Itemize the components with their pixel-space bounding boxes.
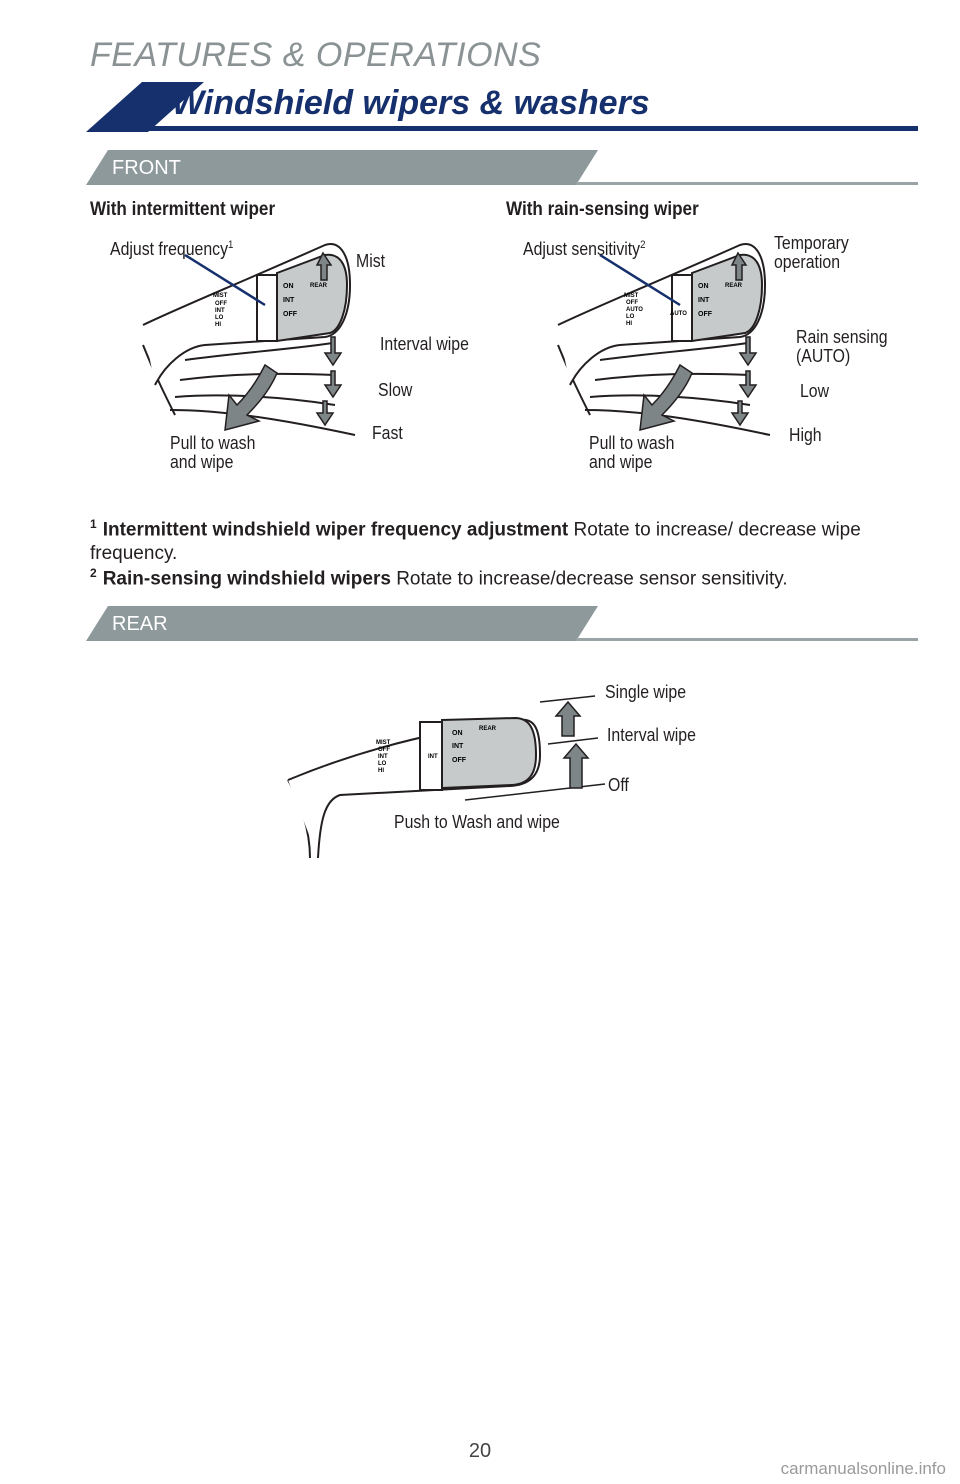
single-wipe-arrow-icon xyxy=(554,700,582,737)
pull-arrow-icon xyxy=(224,363,278,432)
section-title: FEATURES & OPERATIONS xyxy=(90,36,542,74)
svg-text:INT: INT xyxy=(378,754,388,760)
stalk-int-label: INT xyxy=(283,297,295,304)
stalk-off-label: OFF xyxy=(283,311,298,318)
single-wipe-label: Single wipe xyxy=(605,682,687,702)
stalk-hi-label: HI xyxy=(215,322,221,328)
front-band-label: FRONT xyxy=(112,157,181,179)
front-band xyxy=(86,150,918,185)
intermittent-heading: With intermittent wiper xyxy=(90,199,276,220)
rain-heading: With rain-sensing wiper xyxy=(506,199,699,220)
page-number: 20 xyxy=(468,1440,492,1462)
stalk-lo-label: LO xyxy=(215,315,224,321)
rear-band-label: REAR xyxy=(112,613,168,635)
temporary-operation-label: Temporary operation xyxy=(774,233,849,272)
watermark: carmanualsonline.info xyxy=(780,1459,946,1478)
auto-arrow-icon xyxy=(738,336,758,367)
heading-rule xyxy=(146,126,918,131)
svg-text:INT: INT xyxy=(428,754,438,760)
page-heading: Windshield wipers & washers xyxy=(172,84,650,122)
rain-sensing-wiper-illustration: ON INT OFF REAR AUTO MIST OFF AUTO LO HI xyxy=(557,243,771,436)
stalk-rear-label: REAR xyxy=(310,283,328,289)
interval-wipe-label: Interval wipe xyxy=(380,334,469,354)
high-arrow-icon xyxy=(730,400,750,427)
svg-text:AUTO: AUTO xyxy=(626,307,643,313)
mist-arrow-icon xyxy=(315,251,333,281)
adjust-frequency-label: Adjust frequency1 xyxy=(110,239,234,259)
low-arrow-icon xyxy=(738,370,758,399)
push-to-wash-label: Push to Wash and wipe xyxy=(394,812,560,832)
fast-label: Fast xyxy=(372,423,403,443)
interval-arrow-icon xyxy=(323,336,343,367)
stalk-off-label-2: OFF xyxy=(215,301,227,307)
fast-arrow-icon xyxy=(315,400,335,427)
off-label: Off xyxy=(608,775,629,795)
heading-accent-shape xyxy=(86,82,204,132)
svg-text:AUTO: AUTO xyxy=(670,311,687,317)
svg-text:OFF: OFF xyxy=(626,300,638,306)
svg-text:MIST: MIST xyxy=(376,740,391,746)
adjust-sensitivity-label: Adjust sensitivity2 xyxy=(523,239,646,259)
rain-sensing-label: Rain sensing (AUTO) xyxy=(796,327,888,366)
pull-arrow-icon-2 xyxy=(639,363,693,432)
svg-text:ON: ON xyxy=(452,730,463,737)
svg-text:MIST: MIST xyxy=(624,293,639,299)
svg-text:LO: LO xyxy=(378,761,387,767)
svg-text:OFF: OFF xyxy=(698,311,713,318)
slow-label: Slow xyxy=(378,380,413,400)
rear-wiper-illustration: ON INT OFF REAR INT MIST OFF INT LO HI xyxy=(287,695,606,859)
svg-text:REAR: REAR xyxy=(479,726,497,732)
svg-text:INT: INT xyxy=(698,297,710,304)
rear-interval-wipe-label: Interval wipe xyxy=(607,725,696,745)
high-label: High xyxy=(789,425,822,445)
svg-text:OFF: OFF xyxy=(378,747,390,753)
sensitivity-pointer-line xyxy=(599,253,681,307)
svg-text:ON: ON xyxy=(698,283,709,290)
svg-text:LO: LO xyxy=(626,314,635,320)
heading-bar xyxy=(86,82,918,132)
stalk-on-label: ON xyxy=(283,283,294,290)
stalk-int-label-2: INT xyxy=(215,308,225,314)
svg-text:REAR: REAR xyxy=(725,283,743,289)
interval-wipe-arrow-icon xyxy=(562,742,590,789)
pull-to-wash-label: Pull to wash and wipe xyxy=(170,433,256,472)
stalk-mist-label: MIST xyxy=(213,293,228,299)
svg-text:HI: HI xyxy=(378,768,384,774)
intermittent-wiper-illustration: ON INT OFF REAR MIST OFF INT LO HI xyxy=(142,243,356,436)
temporary-arrow-icon xyxy=(730,251,748,281)
svg-text:HI: HI xyxy=(626,321,632,327)
svg-text:INT: INT xyxy=(452,743,464,750)
mist-label: Mist xyxy=(356,251,386,271)
pull-to-wash-label-2: Pull to wash and wipe xyxy=(589,433,675,472)
low-label: Low xyxy=(800,381,830,401)
slow-arrow-icon xyxy=(323,370,343,399)
svg-text:OFF: OFF xyxy=(452,757,467,764)
adjust-pointer-line xyxy=(184,253,266,307)
rear-band xyxy=(86,606,918,641)
